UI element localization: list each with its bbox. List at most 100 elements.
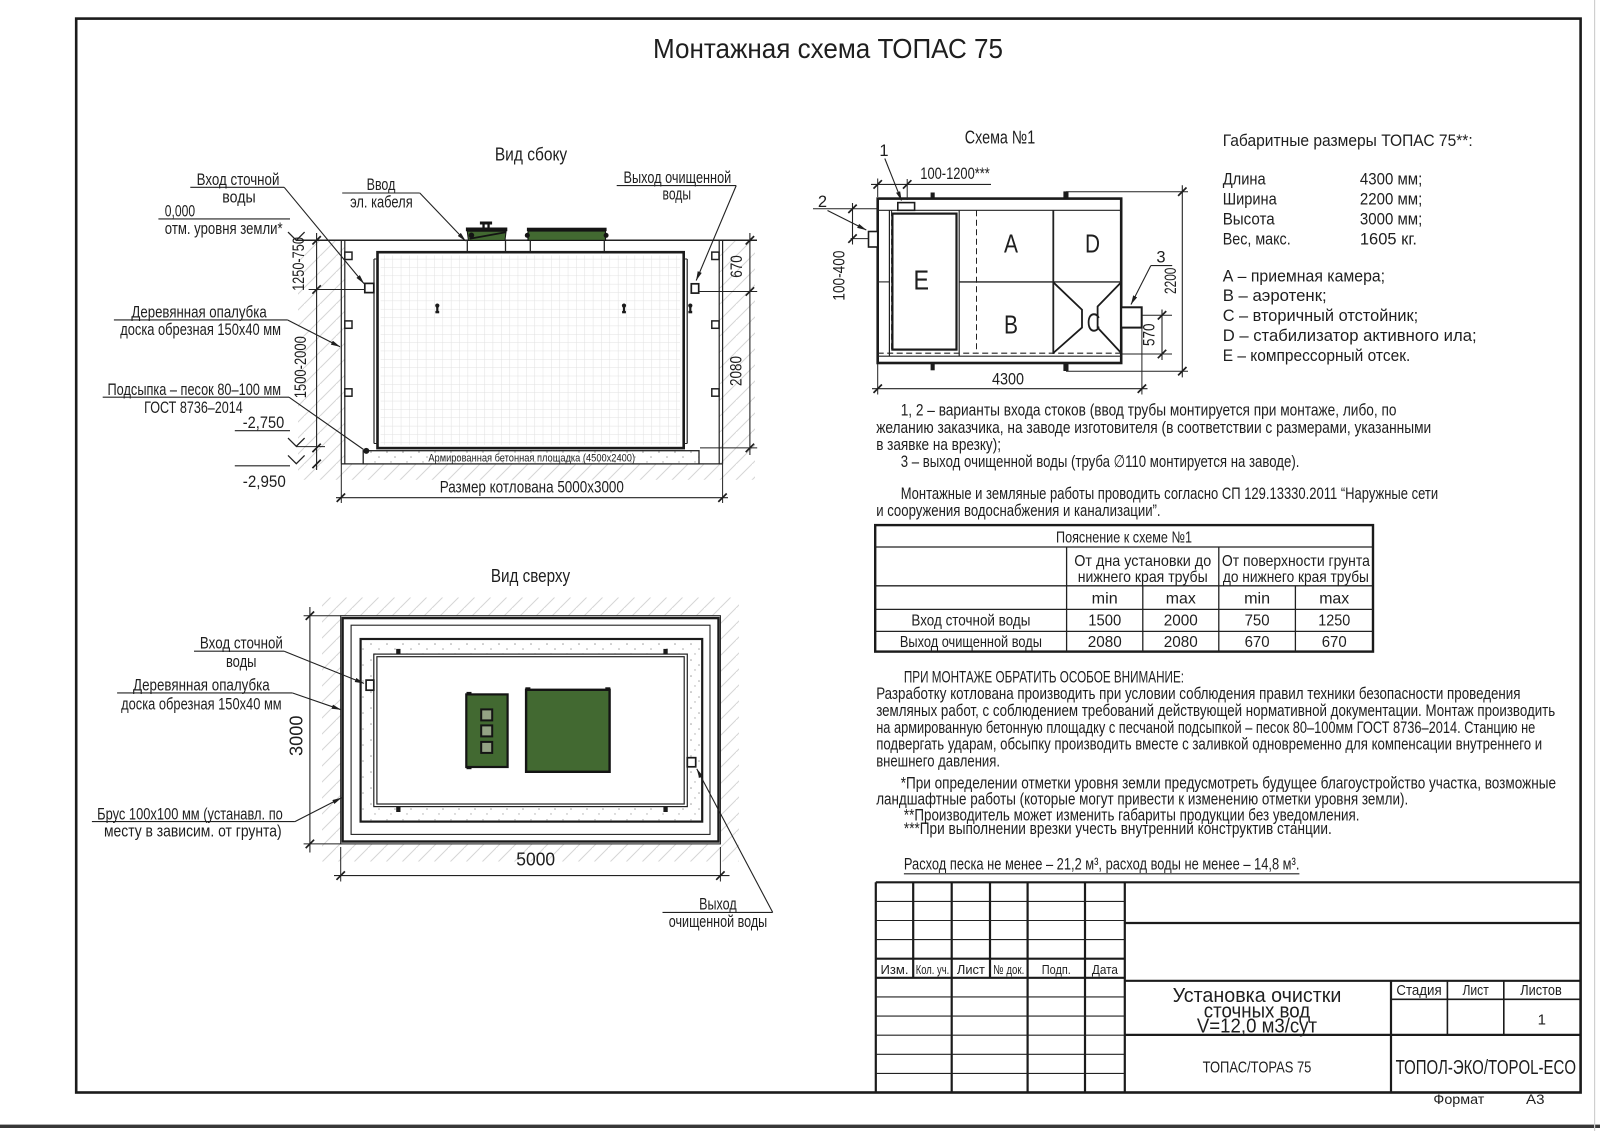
- svg-text:№ док.: № док.: [993, 962, 1024, 977]
- svg-text:2080: 2080: [1088, 634, 1122, 651]
- svg-text:Лист: Лист: [957, 962, 985, 977]
- svg-text:Ширина: Ширина: [1223, 190, 1277, 209]
- svg-text:***При выполнении врезки учест: ***При выполнении врезки учесть внутренн…: [904, 819, 1332, 838]
- svg-text:сточных вод: сточных вод: [1204, 999, 1310, 1022]
- svg-text:Вид сверху: Вид сверху: [491, 565, 571, 586]
- svg-text:D – стабилизатор активного ила: D – стабилизатор активного ила;: [1223, 326, 1477, 345]
- svg-text:1500-2000: 1500-2000: [292, 336, 310, 398]
- svg-text:670: 670: [1245, 634, 1270, 651]
- svg-text:670: 670: [728, 255, 746, 278]
- svg-text:С – вторичный отстойник;: С – вторичный отстойник;: [1223, 306, 1419, 325]
- svg-text:Стадия: Стадия: [1396, 982, 1441, 999]
- svg-text:min: min: [1092, 591, 1118, 608]
- svg-text:2200 мм;: 2200 мм;: [1360, 190, 1422, 209]
- svg-text:Подсыпка – песок 80–100 мм: Подсыпка – песок 80–100 мм: [108, 381, 282, 399]
- svg-text:Дата: Дата: [1092, 962, 1119, 977]
- svg-text:Выход очищенной: Выход очищенной: [624, 169, 732, 187]
- svg-text:В – аэротенк;: В – аэротенк;: [1223, 286, 1327, 305]
- svg-text:3: 3: [1156, 249, 1165, 267]
- svg-text:2000: 2000: [1164, 612, 1198, 629]
- svg-text:Вид сбоку: Вид сбоку: [495, 144, 568, 165]
- svg-text:ГОСТ 8736–2014: ГОСТ 8736–2014: [144, 399, 243, 417]
- svg-text:Высота: Высота: [1223, 209, 1275, 228]
- svg-text:От дна установки до: От дна установки до: [1074, 553, 1211, 570]
- svg-text:2080: 2080: [728, 356, 746, 386]
- svg-text:Вход сточной воды: Вход сточной воды: [911, 612, 1030, 629]
- svg-text:Лист: Лист: [1462, 982, 1488, 999]
- svg-text:на армированную бетонную площа: на армированную бетонную площадку с песч…: [876, 718, 1535, 737]
- svg-text:до нижнего края трубы: до нижнего края трубы: [1223, 569, 1369, 586]
- svg-text:ландшафтные работы (которые мо: ландшафтные работы (которые могут привес…: [876, 790, 1408, 809]
- svg-text:1605 кг.: 1605 кг.: [1360, 229, 1417, 248]
- svg-text:Армированная бетонная площадка: Армированная бетонная площадка (4500х240…: [428, 452, 635, 464]
- svg-text:ТОПОЛ-ЭКО/TOPOL-ECO: ТОПОЛ-ЭКО/TOPOL-ECO: [1396, 1057, 1576, 1079]
- svg-text:1250-750: 1250-750: [290, 237, 308, 291]
- svg-text:Выход очищенной воды: Выход очищенной воды: [900, 634, 1042, 651]
- svg-text:Формат: Формат: [1433, 1091, 1484, 1107]
- svg-text:100-1200***: 100-1200***: [920, 165, 990, 183]
- svg-text:*При определении отметки уровн: *При определении отметки уровня земли пр…: [901, 774, 1556, 793]
- svg-text:4300 мм;: 4300 мм;: [1360, 170, 1422, 189]
- svg-text:А – приемная камера;: А – приемная камера;: [1223, 266, 1385, 285]
- svg-text:эл. кабеля: эл. кабеля: [350, 193, 413, 211]
- svg-text:доска обрезная 150х40 мм: доска обрезная 150х40 мм: [120, 321, 281, 339]
- svg-text:воды: воды: [222, 189, 255, 207]
- svg-text:В: В: [1004, 310, 1018, 340]
- svg-text:max: max: [1166, 591, 1196, 608]
- svg-text:Е – компрессорный отсек.: Е – компрессорный отсек.: [1223, 346, 1411, 365]
- svg-text:1250: 1250: [1318, 612, 1350, 629]
- svg-text:0,000: 0,000: [165, 203, 195, 221]
- svg-text:Изм.: Изм.: [881, 962, 909, 977]
- svg-text:2080: 2080: [1164, 634, 1198, 651]
- svg-text:Длина: Длина: [1223, 170, 1266, 189]
- svg-text:V=12,0 м3/сут: V=12,0 м3/сут: [1197, 1014, 1318, 1037]
- svg-text:ТОПАС/TOPAS 75: ТОПАС/TOPAS 75: [1203, 1060, 1312, 1077]
- svg-text:Вход сточной: Вход сточной: [200, 634, 283, 652]
- svg-text:**Производитель может изменить: **Производитель может изменить габариты …: [904, 805, 1360, 824]
- svg-text:Деревянная опалубка: Деревянная опалубка: [133, 677, 270, 695]
- svg-text:E: E: [914, 265, 930, 296]
- svg-text:Размер котлована 5000х3000: Размер котлована 5000х3000: [440, 477, 624, 496]
- svg-text:Ввод: Ввод: [367, 176, 396, 194]
- svg-text:доска обрезная 150х40 мм: доска обрезная 150х40 мм: [121, 695, 282, 713]
- svg-text:подвергать ударам, обсыпку про: подвергать ударам, обсыпку производить в…: [876, 735, 1542, 754]
- svg-text:Вход сточной: Вход сточной: [197, 171, 280, 189]
- svg-text:4300: 4300: [992, 371, 1024, 389]
- svg-text:Монтажные и земляные работы пр: Монтажные и земляные работы проводить со…: [901, 484, 1438, 503]
- svg-text:и сооружения водоснабжения и к: и сооружения водоснабжения и канализации…: [876, 501, 1160, 520]
- svg-text:1: 1: [1538, 1011, 1546, 1028]
- svg-text:max: max: [1319, 591, 1349, 608]
- svg-text:воды: воды: [226, 653, 257, 671]
- svg-text:Вес, макс.: Вес, макс.: [1223, 229, 1291, 248]
- svg-text:Расход песка не менее – 21,2 м: Расход песка не менее – 21,2 м³, расход …: [904, 854, 1300, 873]
- svg-text:Пояснение к схеме №1: Пояснение к схеме №1: [1056, 530, 1192, 547]
- svg-text:3 – выход очищенной воды (труб: 3 – выход очищенной воды (труба ∅110 мон…: [901, 452, 1300, 471]
- svg-text:D: D: [1085, 229, 1100, 259]
- svg-text:Схема №1: Схема №1: [965, 127, 1035, 148]
- svg-text:Подп.: Подп.: [1042, 962, 1071, 977]
- svg-text:очищенной воды: очищенной воды: [669, 913, 767, 931]
- svg-text:570: 570: [1141, 324, 1159, 347]
- svg-text:Габаритные размеры ТОПАС 75**:: Габаритные размеры ТОПАС 75**:: [1223, 131, 1473, 150]
- svg-text:А3: А3: [1526, 1091, 1545, 1107]
- svg-text:ПРИ МОНТАЖЕ ОБРАТИТЬ ОСОБОЕ ВН: ПРИ МОНТАЖЕ ОБРАТИТЬ ОСОБОЕ ВНИМАНИЕ:: [904, 668, 1184, 687]
- svg-text:min: min: [1244, 591, 1270, 608]
- svg-text:А: А: [1004, 229, 1019, 259]
- svg-text:Деревянная опалубка: Деревянная опалубка: [131, 304, 267, 322]
- svg-text:Выход: Выход: [699, 896, 737, 914]
- svg-text:3000: 3000: [287, 716, 307, 757]
- svg-text:внешнего давления.: внешнего давления.: [876, 751, 1000, 770]
- svg-text:Листов: Листов: [1520, 982, 1562, 999]
- svg-text:1500: 1500: [1088, 612, 1121, 629]
- svg-text:2: 2: [818, 193, 827, 211]
- svg-text:От поверхности грунта: От поверхности грунта: [1222, 553, 1370, 570]
- svg-text:Установка очистки: Установка очистки: [1173, 984, 1342, 1007]
- svg-text:2200: 2200: [1162, 268, 1180, 294]
- svg-text:750: 750: [1245, 612, 1270, 629]
- svg-text:-2,950: -2,950: [243, 473, 286, 491]
- svg-text:Монтажная схема ТОПАС 75: Монтажная схема ТОПАС 75: [653, 33, 1003, 64]
- svg-text:3000 мм;: 3000 мм;: [1360, 209, 1422, 228]
- svg-text:100-400: 100-400: [831, 251, 849, 301]
- svg-text:Брус 100х100 мм (устанавл. по: Брус 100х100 мм (устанавл. по: [97, 805, 283, 823]
- svg-text:Разработку котлована производи: Разработку котлована производить при усл…: [876, 684, 1520, 703]
